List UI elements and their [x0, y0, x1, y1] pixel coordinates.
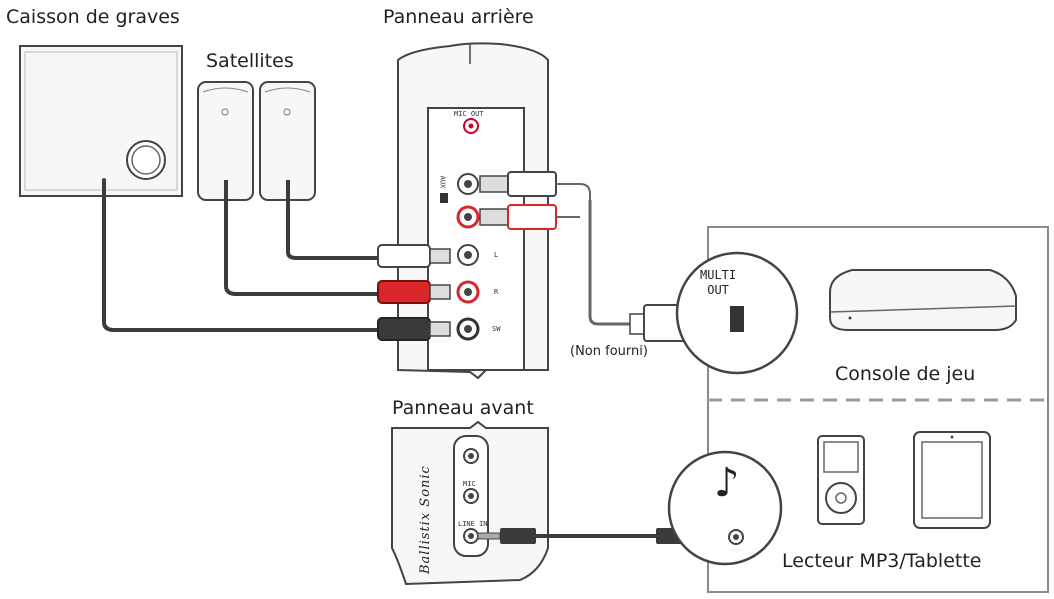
game-console-label: Console de jeu [835, 363, 976, 385]
cable-satellite-left [224, 180, 382, 296]
front-panel [391, 420, 549, 586]
aux-jack-label: AUX [438, 175, 447, 189]
mp3-tablet-label: Lecteur MP3/Tablette [782, 550, 982, 572]
line-in-jack-label: LINE IN [458, 520, 488, 528]
rear-panel-label: Panneau arrière [383, 6, 534, 28]
subwoofer-label: Caisson de graves [6, 6, 180, 28]
left-jack-label: L [494, 251, 499, 259]
cable-aux-to-console [588, 200, 640, 326]
multi-out-port-icon [730, 306, 744, 332]
satellites-label: Satellites [206, 50, 294, 72]
satellite-left [197, 81, 254, 201]
subwoofer [19, 45, 183, 197]
rca-plug-black [377, 317, 451, 341]
audio-jack-callout [667, 450, 783, 566]
mic-out-jack-label: MIC OUT [454, 110, 484, 118]
brand-logo: Ballistix Sonic [418, 465, 433, 574]
game-console-icon [829, 269, 1017, 331]
cable-satellite-right [286, 180, 382, 260]
multi-out-label: MULTI OUT [700, 268, 737, 297]
rca-plug-red [377, 280, 451, 304]
tablet-icon [913, 431, 991, 529]
cable-subwoofer [102, 180, 382, 332]
music-note-icon: ♪ [714, 460, 740, 506]
mic-jack-label: MIC [463, 480, 476, 488]
satellite-right [259, 81, 316, 201]
not-supplied-label: (Non fourni) [570, 344, 648, 359]
right-jack-label: R [494, 288, 499, 296]
multi-out-callout [675, 251, 799, 375]
sw-jack-label: SW [492, 325, 501, 333]
front-panel-label: Panneau avant [392, 397, 534, 419]
rca-plug-white [377, 244, 451, 268]
mp3-player-icon [817, 435, 865, 525]
